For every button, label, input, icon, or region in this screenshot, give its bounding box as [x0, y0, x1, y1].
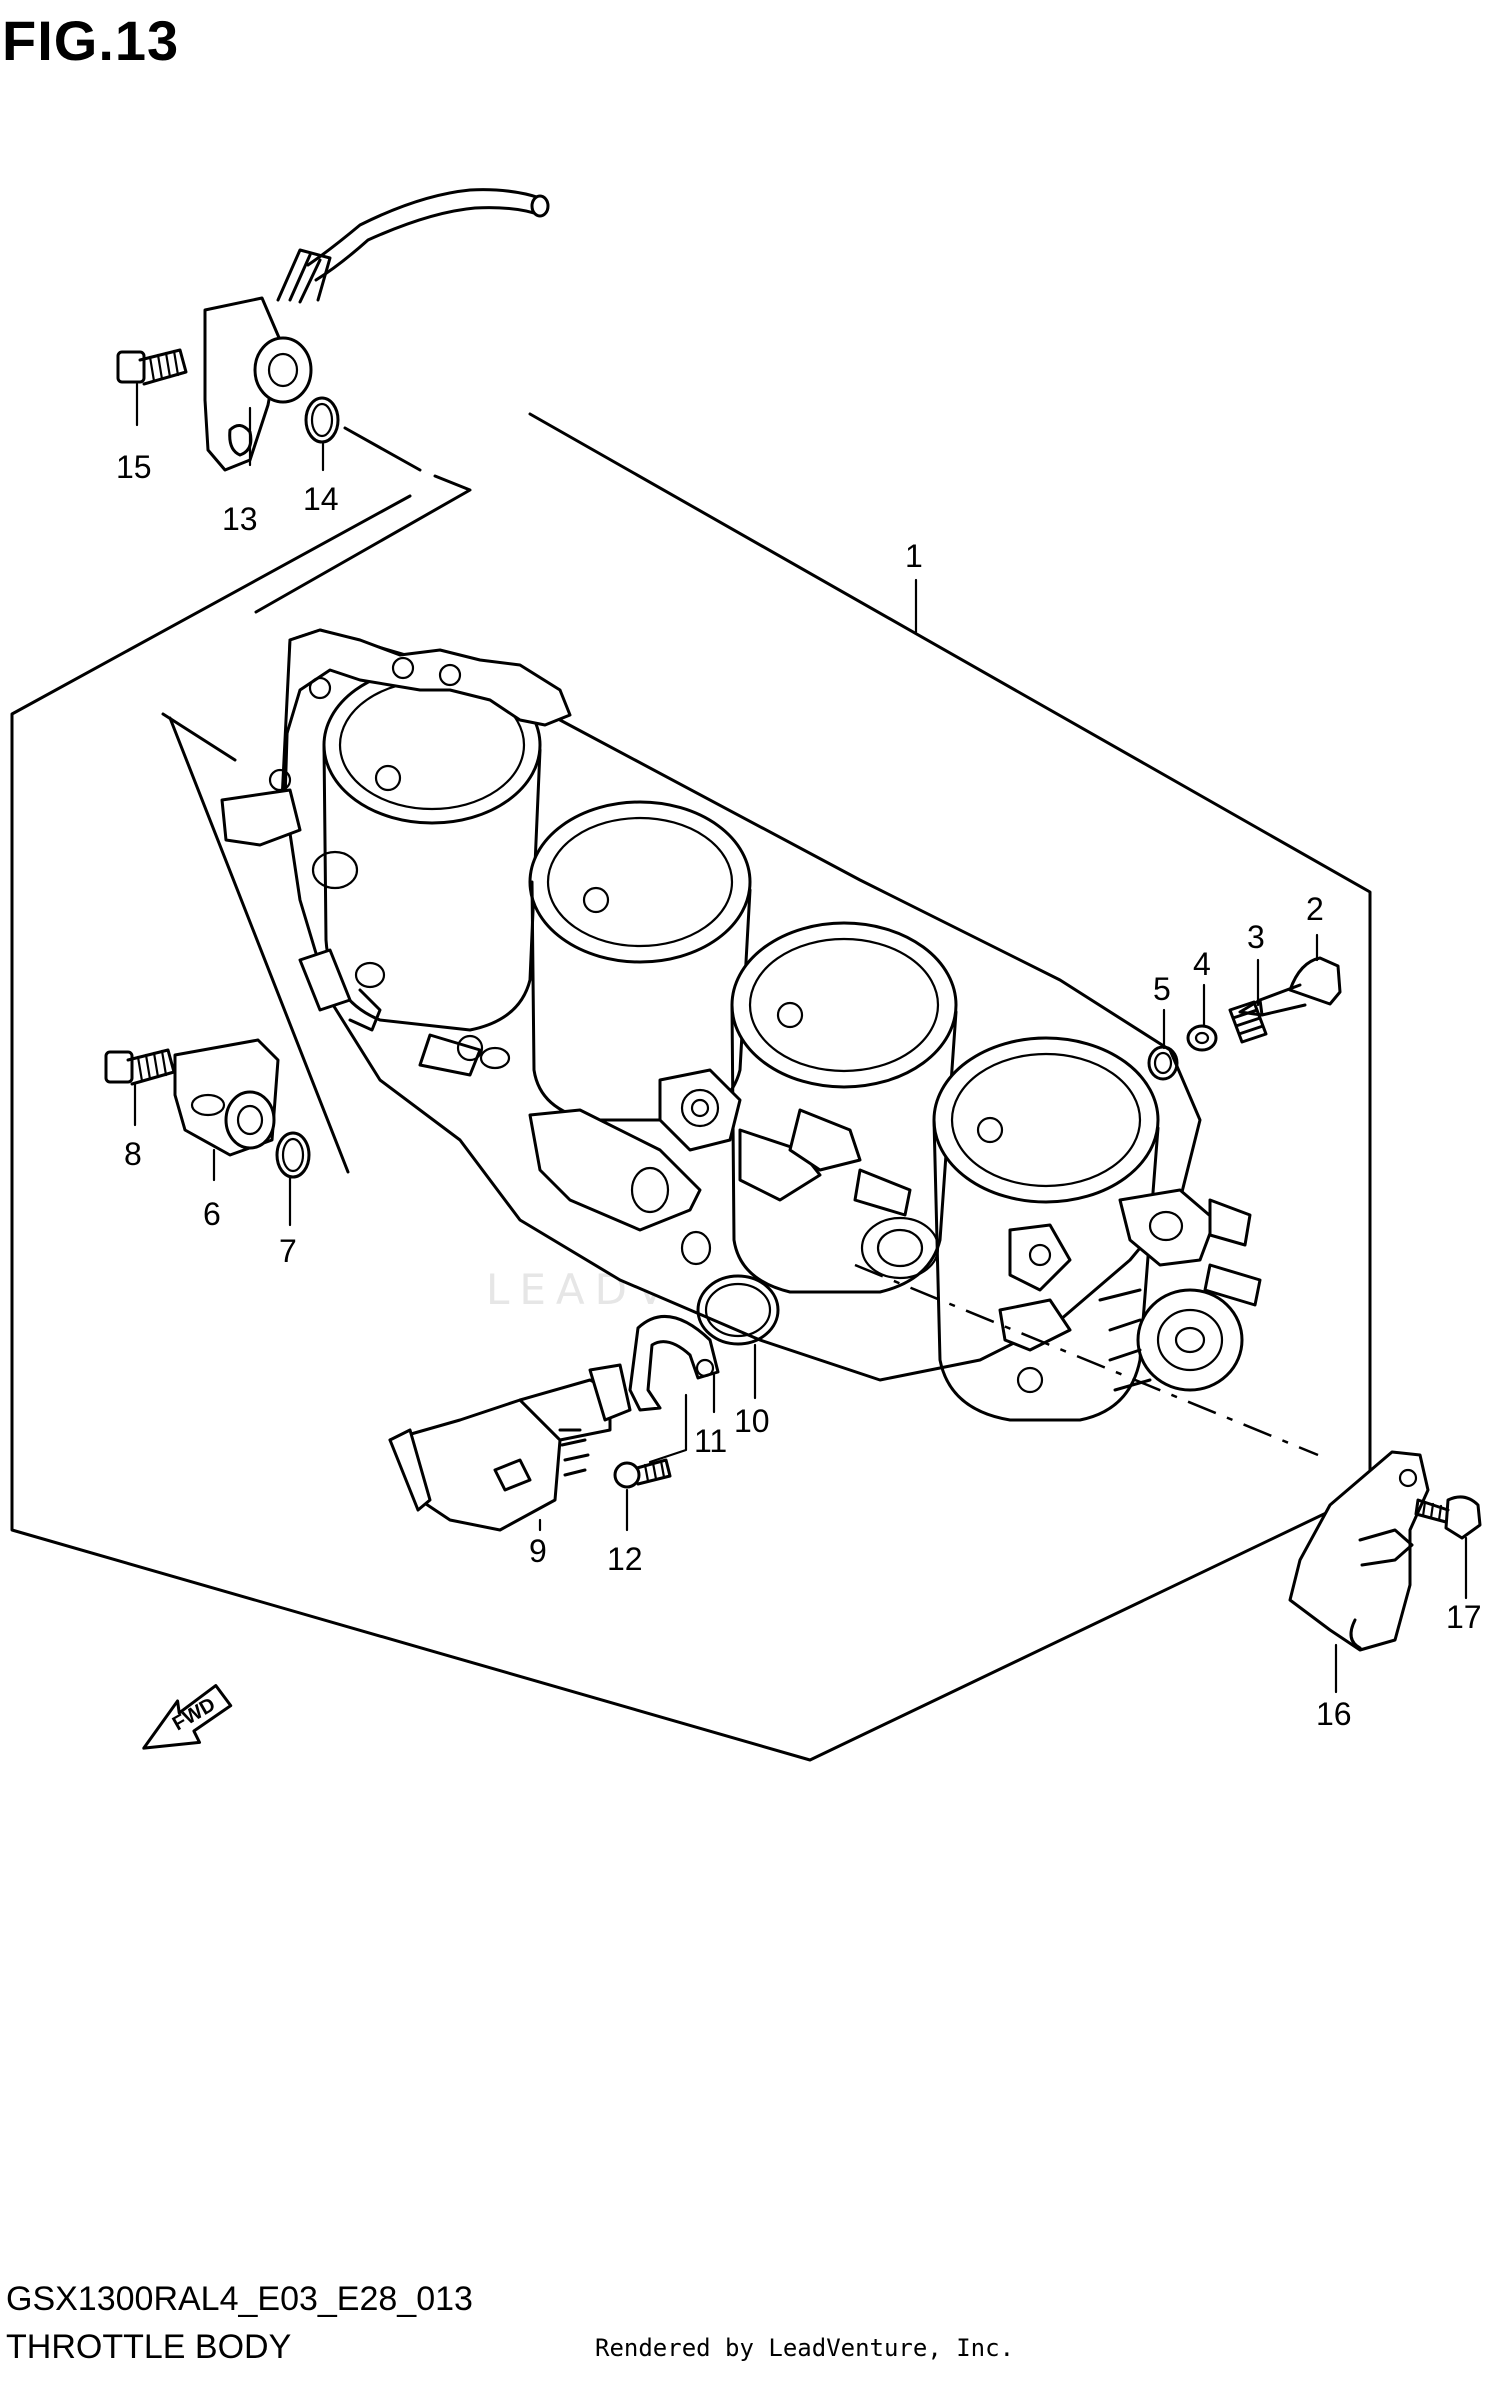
callout-4: 4	[1193, 946, 1211, 982]
callout-13: 13	[222, 501, 258, 537]
part-17-bolt	[1414, 1495, 1482, 1540]
throttle-body-assembly	[220, 628, 1262, 1422]
inner-boundary-top	[254, 474, 472, 614]
callout-10: 10	[734, 1403, 770, 1439]
fwd-arrow: FWD	[142, 1684, 233, 1750]
callout-7: 7	[279, 1233, 297, 1269]
callout-3: 3	[1247, 919, 1265, 955]
part-9-valve	[388, 1363, 632, 1532]
callout-11: 11	[694, 1423, 727, 1459]
part-13-sensor	[203, 188, 550, 472]
inner-boundary-left-top	[161, 712, 237, 762]
callout-6: 6	[203, 1196, 221, 1232]
callout-12: 12	[607, 1541, 643, 1577]
part-10-o-ring	[696, 1274, 780, 1346]
part-2-screw	[1238, 956, 1342, 1017]
figure-title: FIG.13	[2, 9, 180, 72]
inner-boundary-left	[168, 716, 350, 1174]
callout-16: 16	[1316, 1696, 1352, 1732]
leader-14	[343, 426, 422, 472]
part-15-bolt	[116, 348, 188, 386]
callout-8: 8	[124, 1136, 142, 1172]
part-8-bolt	[104, 1048, 176, 1086]
part-14-o-ring	[304, 396, 340, 444]
leader-lines	[133, 382, 1468, 1694]
part-11-clip	[628, 1314, 720, 1412]
callout-numbers: 1 2 3 4 5 6 7 8 9 10 11 12 13 14 15 16 1…	[116, 449, 1482, 1732]
callout-1: 1	[905, 538, 923, 574]
part-4-washer	[1186, 1024, 1218, 1052]
part-7-o-ring	[275, 1131, 311, 1179]
callout-5: 5	[1153, 971, 1171, 1007]
rendered-by-credit: Rendered by LeadVenture, Inc.	[595, 2334, 1015, 2362]
part-16-bracket	[1288, 1450, 1430, 1652]
part-12-screw	[613, 1458, 672, 1489]
centerline-bore-axis	[854, 1263, 1319, 1457]
model-code: GSX1300RAL4_E03_E28_013	[6, 2280, 473, 2318]
callout-2: 2	[1306, 891, 1324, 927]
callout-15: 15	[116, 449, 152, 485]
callout-17: 17	[1446, 1599, 1482, 1635]
assembly-boundary	[10, 412, 1372, 1762]
callout-9: 9	[529, 1533, 547, 1569]
section-name: THROTTLE BODY	[6, 2328, 292, 2366]
part-6-bracket	[173, 1038, 280, 1157]
callout-14: 14	[303, 481, 339, 517]
part-3-spring	[1228, 1000, 1268, 1044]
